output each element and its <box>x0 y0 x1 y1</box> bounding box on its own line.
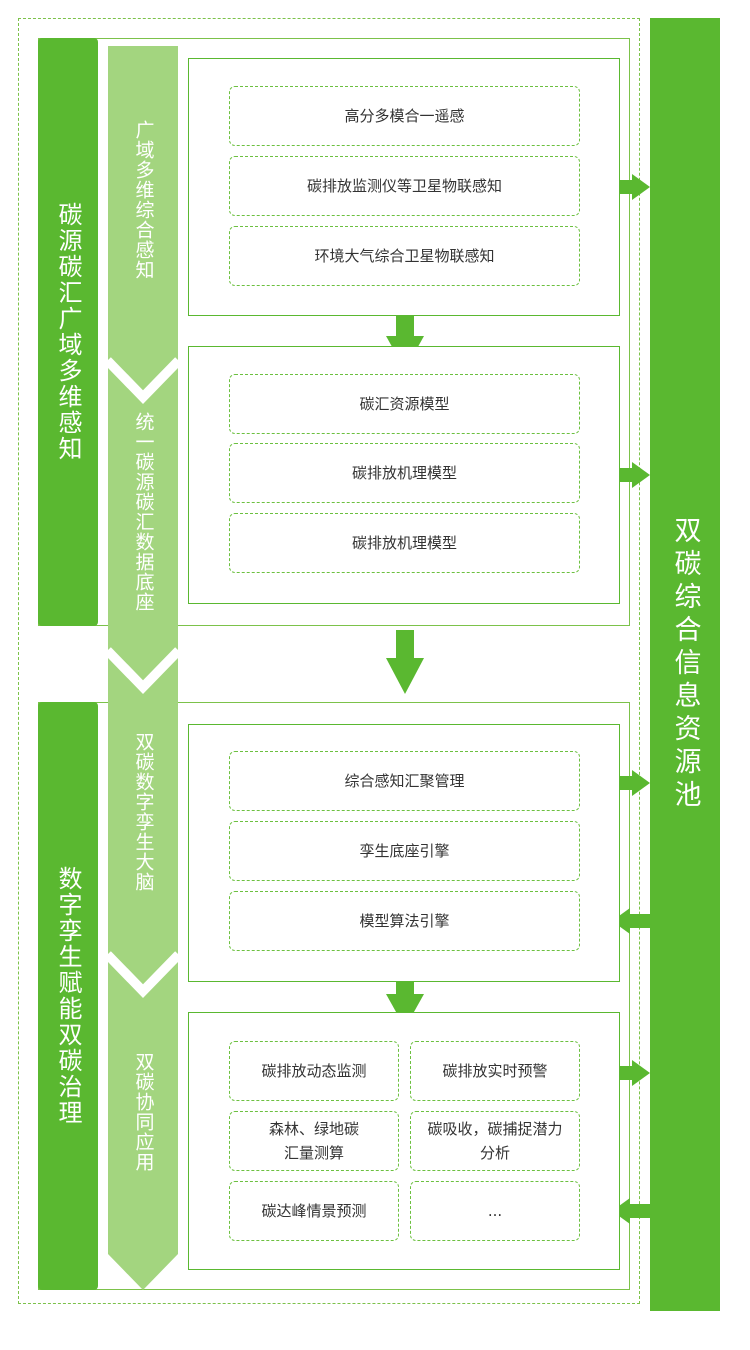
left-group-bar-2: 数字孪生赋能双碳治理 <box>38 702 98 1290</box>
left-arrow-4 <box>612 908 650 934</box>
item-s4-2: 碳排放实时预警 <box>410 1041 580 1101</box>
left-group-label-2: 数字孪生赋能双碳治理 <box>54 866 82 1126</box>
outer-dashed-frame <box>18 18 640 1304</box>
left-arrow-6 <box>612 1198 650 1224</box>
down-arrow-2 <box>386 630 424 694</box>
stage-label-text-4: 双碳协同应用 <box>132 1052 155 1172</box>
item-s3-2: 孪生底座引擎 <box>229 821 580 881</box>
item-s1-2: 碳排放监测仪等卫星物联感知 <box>229 156 580 216</box>
left-group-bar-1: 碳源碳汇广域多维感知 <box>38 38 98 626</box>
resource-pool-bar: 双碳综合信息资源池 <box>650 18 720 1311</box>
item-s3-1: 综合感知汇聚管理 <box>229 751 580 811</box>
stage-label-text-1: 广域多维综合感知 <box>132 120 155 280</box>
item-s3-3: 模型算法引擎 <box>229 891 580 951</box>
item-s4-3: 森林、绿地碳 汇量测算 <box>229 1111 399 1171</box>
stage-label-4: 双碳协同应用 <box>108 1052 178 1212</box>
stage-label-2: 统一碳源碳汇数据底座 <box>108 412 178 652</box>
stage-label-1: 广域多维综合感知 <box>108 120 178 340</box>
stage-label-3: 双碳数字孪生大脑 <box>108 732 178 932</box>
item-s4-1: 碳排放动态监测 <box>229 1041 399 1101</box>
resource-pool-label: 双碳综合信息资源池 <box>669 516 701 813</box>
item-s1-1: 高分多模合一遥感 <box>229 86 580 146</box>
item-s2-1: 碳汇资源模型 <box>229 374 580 434</box>
item-s2-3: 碳排放机理模型 <box>229 513 580 573</box>
item-s2-2: 碳排放机理模型 <box>229 443 580 503</box>
item-s1-3: 环境大气综合卫星物联感知 <box>229 226 580 286</box>
stage-label-text-2: 统一碳源碳汇数据底座 <box>132 412 155 612</box>
stage-label-text-3: 双碳数字孪生大脑 <box>132 732 155 892</box>
item-s4-5: 碳达峰情景预测 <box>229 1181 399 1241</box>
item-s4-4: 碳吸收，碳捕捉潜力 分析 <box>410 1111 580 1171</box>
left-group-label-1: 碳源碳汇广域多维感知 <box>54 202 82 462</box>
item-s4-6: ... <box>410 1181 580 1241</box>
